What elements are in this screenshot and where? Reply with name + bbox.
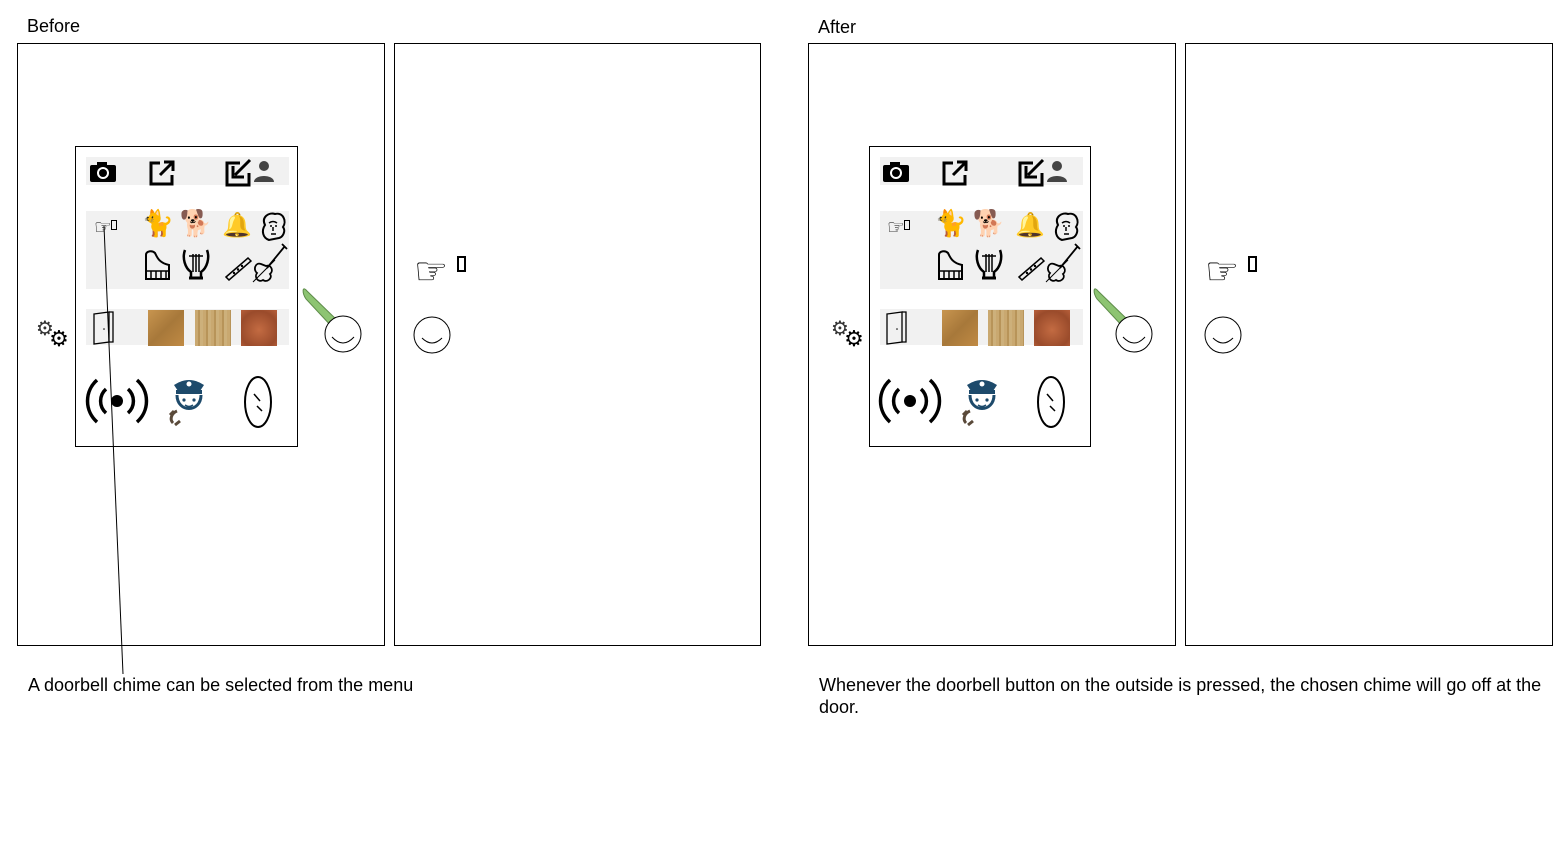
doorbell-button[interactable] — [412, 316, 452, 356]
wood-swatch-oak[interactable] — [148, 310, 184, 346]
before-outside-door-panel — [394, 43, 761, 646]
police-call-icon[interactable] — [164, 373, 214, 427]
outside-doorbell-chime: ☞ — [405, 252, 475, 292]
user-icon[interactable] — [252, 159, 276, 183]
wood-swatch-pine[interactable] — [988, 310, 1024, 346]
lyre-icon[interactable] — [181, 248, 211, 282]
chime-speaker-mark — [111, 220, 117, 230]
after-caption: Whenever the doorbell button on the outs… — [819, 675, 1542, 717]
user-icon[interactable] — [1045, 159, 1069, 183]
piano-icon[interactable] — [143, 249, 173, 281]
piano-icon[interactable] — [936, 249, 966, 281]
cat-icon[interactable]: 🐈 — [934, 209, 968, 239]
chime-speaker-mark — [457, 256, 466, 272]
gear-icon: ⚙ — [831, 316, 849, 340]
violin-icon[interactable] — [1044, 242, 1082, 284]
dog-icon[interactable]: 🐕 — [972, 209, 1006, 239]
sign-in-icon[interactable] — [224, 157, 254, 187]
before-heading: Before — [27, 16, 81, 36]
wood-swatch-cherry[interactable] — [1034, 310, 1070, 346]
doorbell-button[interactable] — [1203, 316, 1243, 356]
doorbell-chime-icon: ☞ — [413, 249, 449, 293]
share-icon[interactable] — [148, 159, 176, 187]
gear-icon: ⚙ — [49, 327, 69, 352]
beethoven-icon[interactable] — [257, 211, 289, 243]
broadcast-icon[interactable] — [82, 373, 152, 429]
door-handle[interactable] — [300, 285, 366, 357]
doorbell-chime-icon[interactable]: ☞ — [887, 215, 905, 239]
sign-in-icon[interactable] — [1017, 157, 1047, 187]
bells-icon[interactable]: 🔔 — [1015, 211, 1045, 239]
gear-icon: ⚙ — [844, 327, 864, 352]
wood-swatch-cherry[interactable] — [241, 310, 277, 346]
before-caption: A doorbell chime can be selected from th… — [28, 675, 414, 695]
chime-speaker-mark — [1248, 256, 1257, 272]
settings-gears-icon[interactable]: ⚙ ⚙ — [34, 318, 70, 352]
settings-gears-icon[interactable]: ⚙ ⚙ — [829, 318, 865, 352]
outside-doorbell-chime: ☞ — [1196, 252, 1266, 292]
door-handle[interactable] — [1091, 285, 1157, 357]
share-icon[interactable] — [941, 159, 969, 187]
peephole-icon[interactable] — [1033, 374, 1069, 430]
broadcast-icon[interactable] — [875, 373, 945, 429]
doorbell-chime-icon[interactable]: ☞ — [94, 215, 112, 239]
bells-icon[interactable]: 🔔 — [222, 211, 252, 239]
chime-menu: ☞ 🐈 🐕 🔔 — [869, 146, 1091, 447]
wood-swatch-pine[interactable] — [195, 310, 231, 346]
dog-icon[interactable]: 🐕 — [179, 209, 213, 239]
after-heading: After — [818, 17, 857, 37]
cat-icon[interactable]: 🐈 — [141, 209, 175, 239]
after-outside-door-panel — [1185, 43, 1553, 646]
gear-icon: ⚙ — [36, 316, 54, 340]
doorbell-chime-icon: ☞ — [1204, 249, 1240, 293]
police-call-icon[interactable] — [957, 373, 1007, 427]
violin-icon[interactable] — [251, 242, 289, 284]
flute-icon[interactable] — [1017, 255, 1045, 281]
peephole-icon[interactable] — [240, 374, 276, 430]
camera-icon[interactable] — [882, 161, 910, 183]
flute-icon[interactable] — [224, 255, 252, 281]
lyre-icon[interactable] — [974, 248, 1004, 282]
chime-menu: ☞ 🐈 🐕 🔔 — [75, 146, 298, 447]
chime-speaker-mark — [904, 220, 910, 230]
wood-swatch-oak[interactable] — [942, 310, 978, 346]
beethoven-icon[interactable] — [1050, 211, 1082, 243]
camera-icon[interactable] — [89, 161, 117, 183]
door-icon[interactable] — [884, 310, 910, 346]
